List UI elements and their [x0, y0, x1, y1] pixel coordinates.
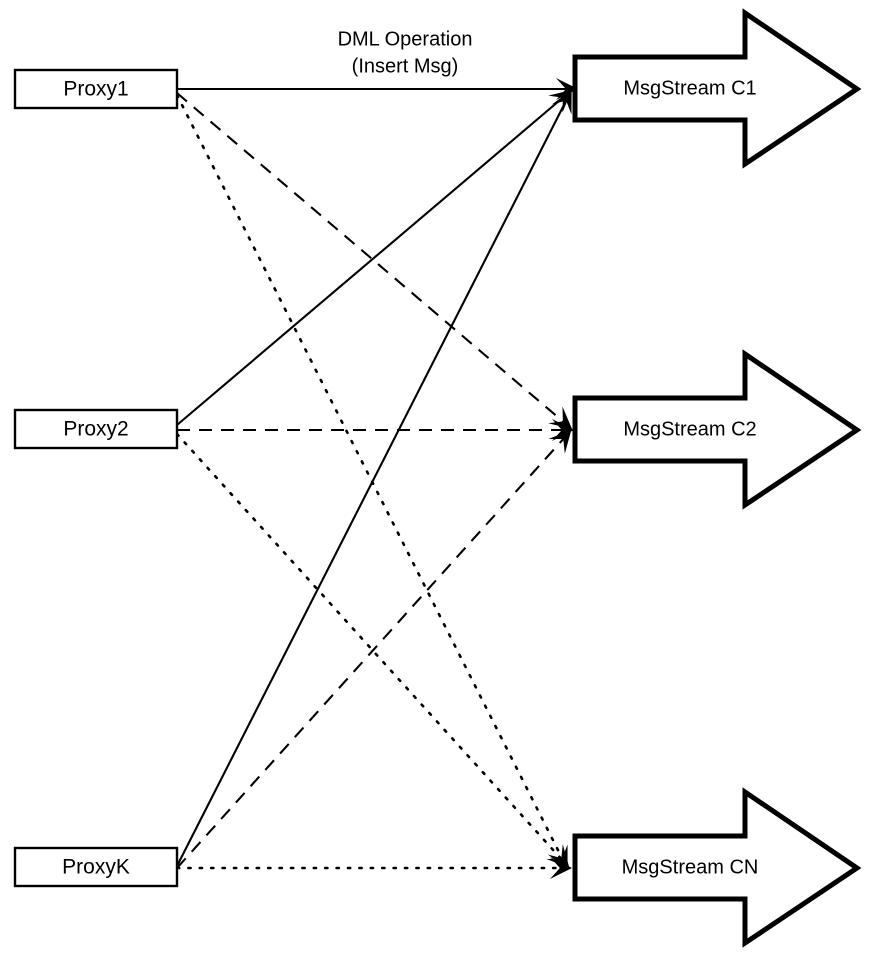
proxy-node-proxy2[interactable]: Proxy2 — [13, 408, 179, 450]
proxy-node-proxyK[interactable]: ProxyK — [13, 846, 179, 888]
arrowhead-proxy2-cn — [546, 844, 570, 868]
msgstream-c1[interactable]: MsgStream C1 — [572, 8, 862, 169]
proxy-label-proxy1: Proxy1 — [63, 78, 128, 101]
edges-layer — [175, 87, 570, 870]
msgstream-c2[interactable]: MsgStream C2 — [572, 349, 862, 510]
msgstream-shape-c2 — [572, 349, 862, 510]
proxy-box-proxyK — [13, 846, 179, 888]
arrowhead-proxyK-c1 — [551, 89, 572, 115]
arrowheads-layer — [546, 78, 578, 879]
edge-proxyK-c2 — [176, 435, 567, 869]
edge-proxy1-cn — [175, 93, 566, 864]
proxy-box-proxy1 — [13, 68, 179, 110]
edge-label-dml-operation: DML Operation (Insert Msg) — [338, 28, 473, 77]
edge-proxy2-cn — [175, 432, 566, 864]
arrowhead-proxy1-c2 — [548, 406, 573, 430]
msgstream-cn[interactable]: MsgStream CN — [572, 787, 862, 948]
msgstream-label-cn: MsgStream CN — [622, 856, 759, 878]
streams-layer: MsgStream C1 MsgStream C2 MsgStream CN — [572, 8, 862, 948]
proxy-label-proxyK: ProxyK — [62, 856, 130, 879]
proxy-node-proxy1[interactable]: Proxy1 — [13, 68, 179, 110]
proxy-box-proxy2 — [13, 408, 179, 450]
arrowhead-proxyK-c2 — [548, 430, 572, 454]
msgstream-label-c2: MsgStream C2 — [623, 418, 756, 440]
proxy-label-proxy2: Proxy2 — [63, 418, 128, 441]
msgstream-shape-cn — [572, 787, 862, 948]
msgstream-label-c1: MsgStream C1 — [623, 77, 756, 99]
edge-label-line1: DML Operation — [338, 28, 473, 50]
edge-proxy1-c2 — [176, 92, 567, 425]
arrowhead-proxyK-cn — [550, 857, 572, 879]
msgstream-shape-c1 — [572, 8, 862, 169]
edge-proxy2-c1 — [176, 94, 567, 426]
edge-label-line2: (Insert Msg) — [352, 55, 459, 77]
edge-proxyK-c1 — [176, 96, 569, 867]
